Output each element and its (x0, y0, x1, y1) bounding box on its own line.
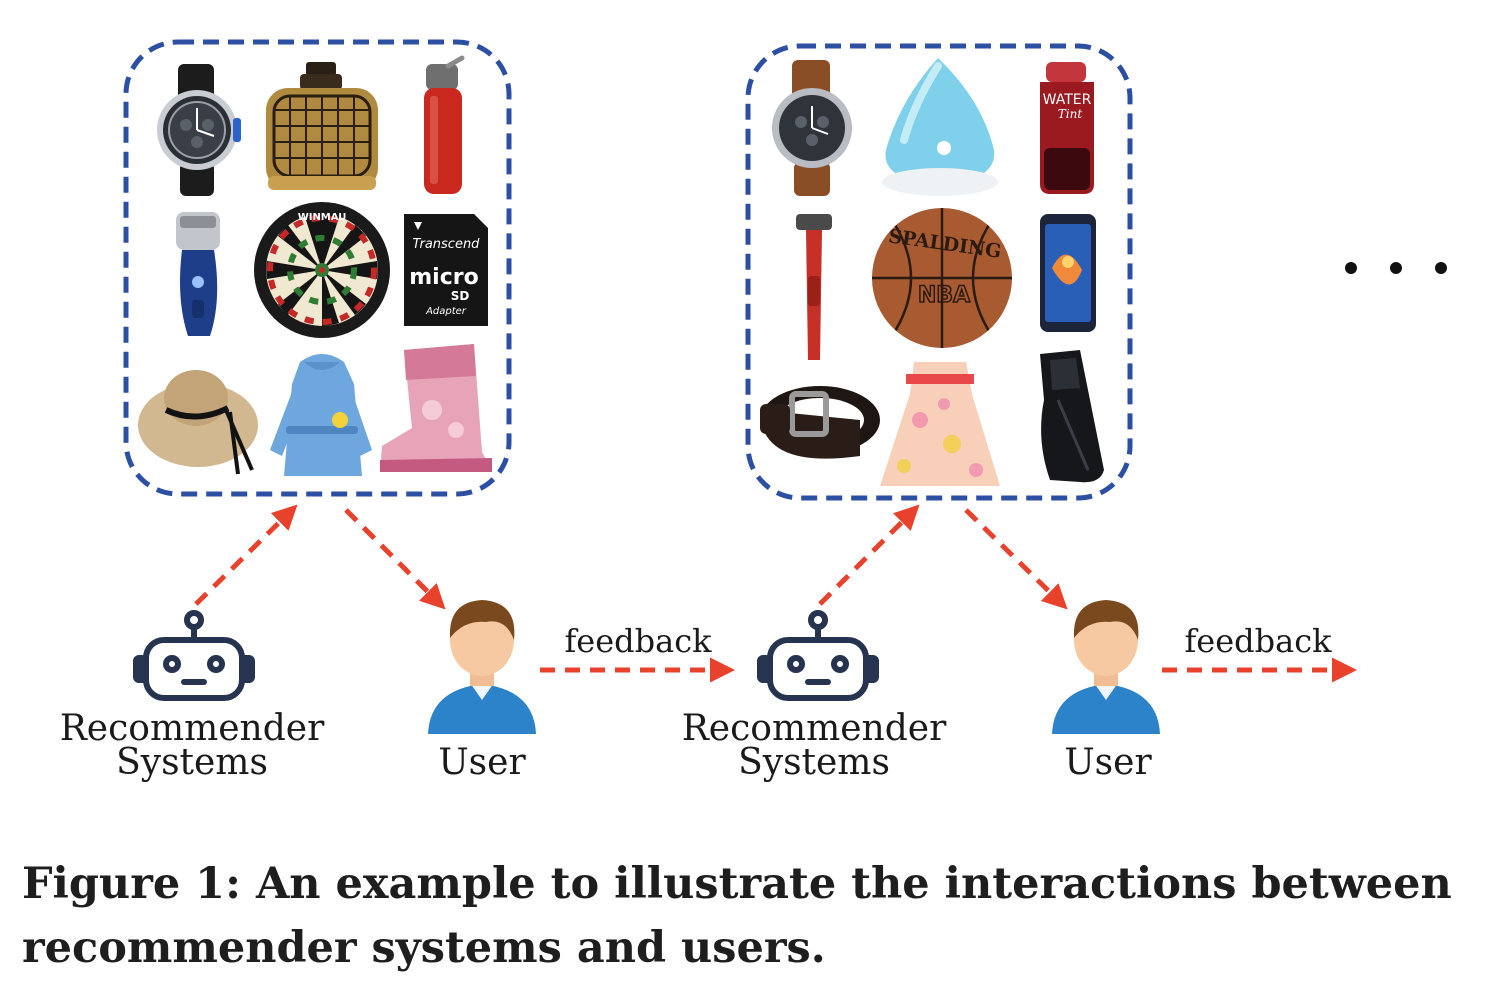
feedback-label: feedback (564, 622, 712, 660)
recommender-label-line2: Systems (738, 742, 890, 783)
svg-text:micro: micro (409, 265, 478, 290)
svg-text:Tint: Tint (1058, 107, 1083, 121)
item-set-2: WATER Tint SPALDING NBA (745, 43, 1133, 501)
bathrobe-icon (270, 354, 372, 476)
svg-text:Adapter: Adapter (425, 306, 467, 317)
arrow-items2-to-user2 (964, 508, 1068, 610)
user-label: User (438, 742, 526, 783)
arrow-recommender2-to-items2 (818, 504, 920, 606)
perfume-icon (266, 62, 378, 190)
dartboard-icon: WINMAU (254, 202, 390, 338)
svg-text:Transcend: Transcend (413, 237, 481, 252)
boot-icon (380, 344, 492, 472)
shaver-icon (176, 212, 220, 336)
recommender-label-line1: Recommender (60, 708, 325, 749)
user-label: User (1064, 742, 1152, 783)
item-set-1-border (123, 39, 512, 497)
svg-text:NBA: NBA (918, 283, 970, 308)
item-set-2-border (745, 43, 1133, 501)
recommender-label-line2: Systems (116, 742, 268, 783)
dress-shoe-icon (1040, 350, 1104, 483)
arrow-recommender1-to-items1 (194, 504, 298, 606)
recommender-label-line1: Recommender (682, 708, 947, 749)
item-set-1: WINMAU Transcend micro SD Adapter (123, 39, 512, 497)
feedback-label: feedback (1184, 622, 1332, 660)
sun-hat-icon (138, 370, 258, 475)
dress-icon (880, 362, 1000, 486)
watch-icon (157, 64, 241, 196)
belt-icon (760, 386, 880, 459)
robot-icon (757, 610, 879, 701)
arrows (194, 504, 1357, 683)
water-bottle-icon (424, 55, 465, 194)
svg-text:WATER: WATER (1043, 92, 1092, 108)
arrow-items1-to-user1 (344, 508, 446, 610)
figure-caption: Figure 1: An example to illustrate the i… (22, 859, 1452, 973)
user-avatar-icon (1052, 600, 1160, 734)
continuation-dots (1345, 262, 1447, 274)
user-avatar-icon (428, 600, 536, 734)
smartphone-icon (1040, 214, 1096, 332)
svg-text:SD: SD (451, 289, 470, 303)
svg-text:WINMAU: WINMAU (298, 212, 347, 223)
watch-icon (772, 60, 852, 196)
razor-icon (796, 214, 832, 360)
humidifier-icon (882, 58, 998, 196)
robot-icon (133, 610, 255, 701)
basketball-icon: SPALDING NBA (872, 208, 1012, 348)
lip-tint-icon: WATER Tint (1040, 62, 1094, 194)
sd-card-icon: Transcend micro SD Adapter (404, 214, 488, 326)
